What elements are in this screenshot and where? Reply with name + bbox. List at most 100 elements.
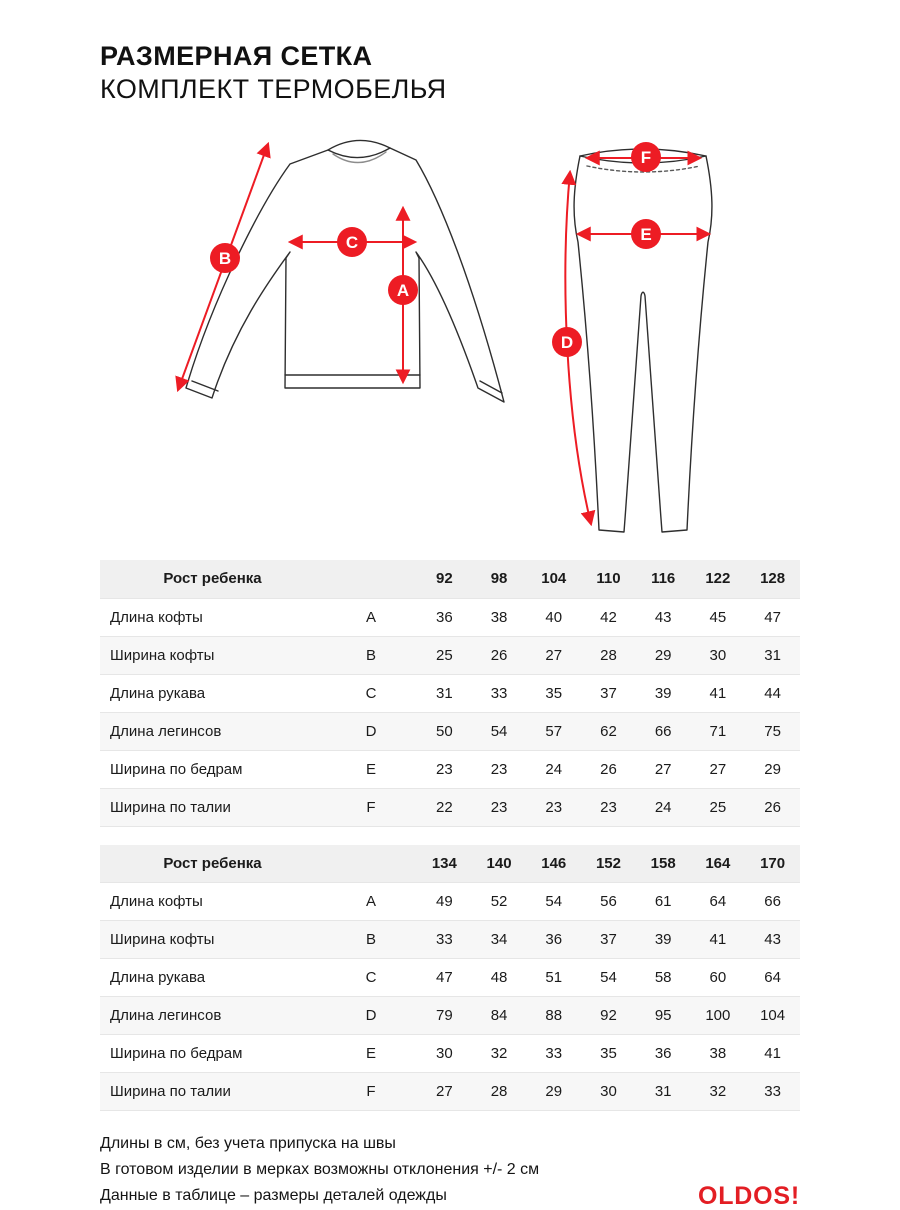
measurement-row: Длина кофты A 36 38 40 42 43 45 47 [100,598,800,637]
measurement-value: 66 [745,882,800,921]
measurement-value: 57 [526,712,582,751]
waistband-stitch-line [586,165,701,173]
measurement-value: 32 [690,1072,746,1111]
size-column-header: 98 [471,560,527,599]
measure-badge-d: D [552,327,582,357]
measurement-row: Длина рукава C 47 48 51 54 58 60 64 [100,958,800,997]
measure-letter-d: D [561,333,573,352]
measurement-value: 24 [635,788,691,827]
measurement-label: Длина легинсов [100,996,325,1035]
measurement-value: 26 [471,636,527,675]
measurement-value: 41 [745,1034,800,1073]
measurement-value: 31 [745,636,800,675]
measurement-value: 39 [635,920,691,959]
measure-letter-e: E [640,225,651,244]
measure-badge-c: C [337,227,367,257]
measurement-row: Длина легинсов D 50 54 57 62 66 71 75 [100,712,800,751]
measurement-value: 25 [417,636,472,675]
measurement-letter: A [325,598,417,637]
measurement-value: 28 [471,1072,527,1111]
measurement-value: 35 [526,674,582,713]
measurement-value: 37 [581,674,636,713]
measurement-value: 52 [471,882,527,921]
measurement-value: 47 [745,598,800,637]
measurement-row: Ширина кофты B 25 26 27 28 29 30 31 [100,636,800,675]
measurement-value: 33 [417,920,472,959]
measurement-value: 30 [417,1034,472,1073]
right-cuff-line [479,380,503,394]
measurement-value: 23 [417,750,472,789]
measurement-value: 36 [635,1034,691,1073]
measurement-letter: D [325,996,417,1035]
measurement-value: 88 [526,996,582,1035]
measurement-value: 27 [417,1072,472,1111]
measurement-value: 92 [581,996,636,1035]
measurement-value: 64 [690,882,746,921]
size-column-header: 170 [745,844,800,883]
page-subtitle: КОМПЛЕКТ ТЕРМОБЕЛЬЯ [100,74,447,104]
footnote-line: Длины в см, без учета припуска на швы [100,1135,396,1152]
measurement-value: 71 [690,712,746,751]
measurement-value: 47 [417,958,472,997]
measurement-letter: F [325,1072,417,1111]
measurement-value: 49 [417,882,472,921]
measurement-value: 33 [471,674,527,713]
measurement-value: 36 [417,598,472,637]
measurement-value: 104 [745,996,800,1035]
measurement-value: 44 [745,674,800,713]
measurement-value: 30 [690,636,746,675]
measurement-row: Длина кофты A 49 52 54 56 61 64 66 [100,882,800,921]
measurement-value: 25 [690,788,746,827]
measurement-value: 23 [526,788,582,827]
measurement-value: 31 [417,674,472,713]
measure-badge-b: B [210,243,240,273]
measurement-value: 41 [690,674,746,713]
measure-badge-f: F [631,142,661,172]
measure-letter-a: A [397,281,409,300]
measurement-label: Длина рукава [100,958,325,997]
size-column-header: 146 [526,844,582,883]
measurement-value: 24 [526,750,582,789]
measurement-letter: A [325,882,417,921]
footer: Длины в см, без учета припуска на швы В … [100,1131,800,1209]
measurement-value: 39 [635,674,691,713]
measurement-value: 23 [471,788,527,827]
measurement-value: 33 [745,1072,800,1111]
measurement-letter: D [325,712,417,751]
measurement-value: 58 [635,958,691,997]
neck-seam-line [332,151,387,164]
measurement-value: 27 [690,750,746,789]
measurement-row: Ширина кофты B 33 34 36 37 39 41 43 [100,920,800,959]
header-growth-label: Рост ребенка [100,844,325,883]
measure-letter-f: F [641,148,651,167]
measurement-value: 23 [581,788,636,827]
measurement-value: 61 [635,882,691,921]
measurement-value: 56 [581,882,636,921]
measurement-value: 41 [690,920,746,959]
measurement-label: Длина кофты [100,882,325,921]
measurement-value: 32 [471,1034,527,1073]
measurement-value: 84 [471,996,527,1035]
measurement-value: 48 [471,958,527,997]
size-column-header: 128 [745,560,800,599]
measurement-label: Ширина по талии [100,1072,325,1111]
measurement-diagram: C A B F E D [100,130,800,542]
measurement-row: Ширина по бедрам E 23 23 24 26 27 27 29 [100,750,800,789]
measurement-letter: B [325,920,417,959]
measurement-letter: F [325,788,417,827]
measurement-value: 54 [526,882,582,921]
measurement-value: 29 [526,1072,582,1111]
measurement-row: Длина рукава C 31 33 35 37 39 41 44 [100,674,800,713]
measurement-value: 79 [417,996,472,1035]
measurement-value: 66 [635,712,691,751]
measurement-letter: C [325,674,417,713]
measurement-label: Длина кофты [100,598,325,637]
measurement-letter: B [325,636,417,675]
oldos-logo: OLDOS! [697,1182,800,1210]
measurement-label: Ширина по бедрам [100,750,325,789]
measurement-value: 51 [526,958,582,997]
measurement-letter: E [325,1034,417,1073]
size-column-header: 116 [635,560,691,599]
thermal-top-drawing [185,139,505,403]
